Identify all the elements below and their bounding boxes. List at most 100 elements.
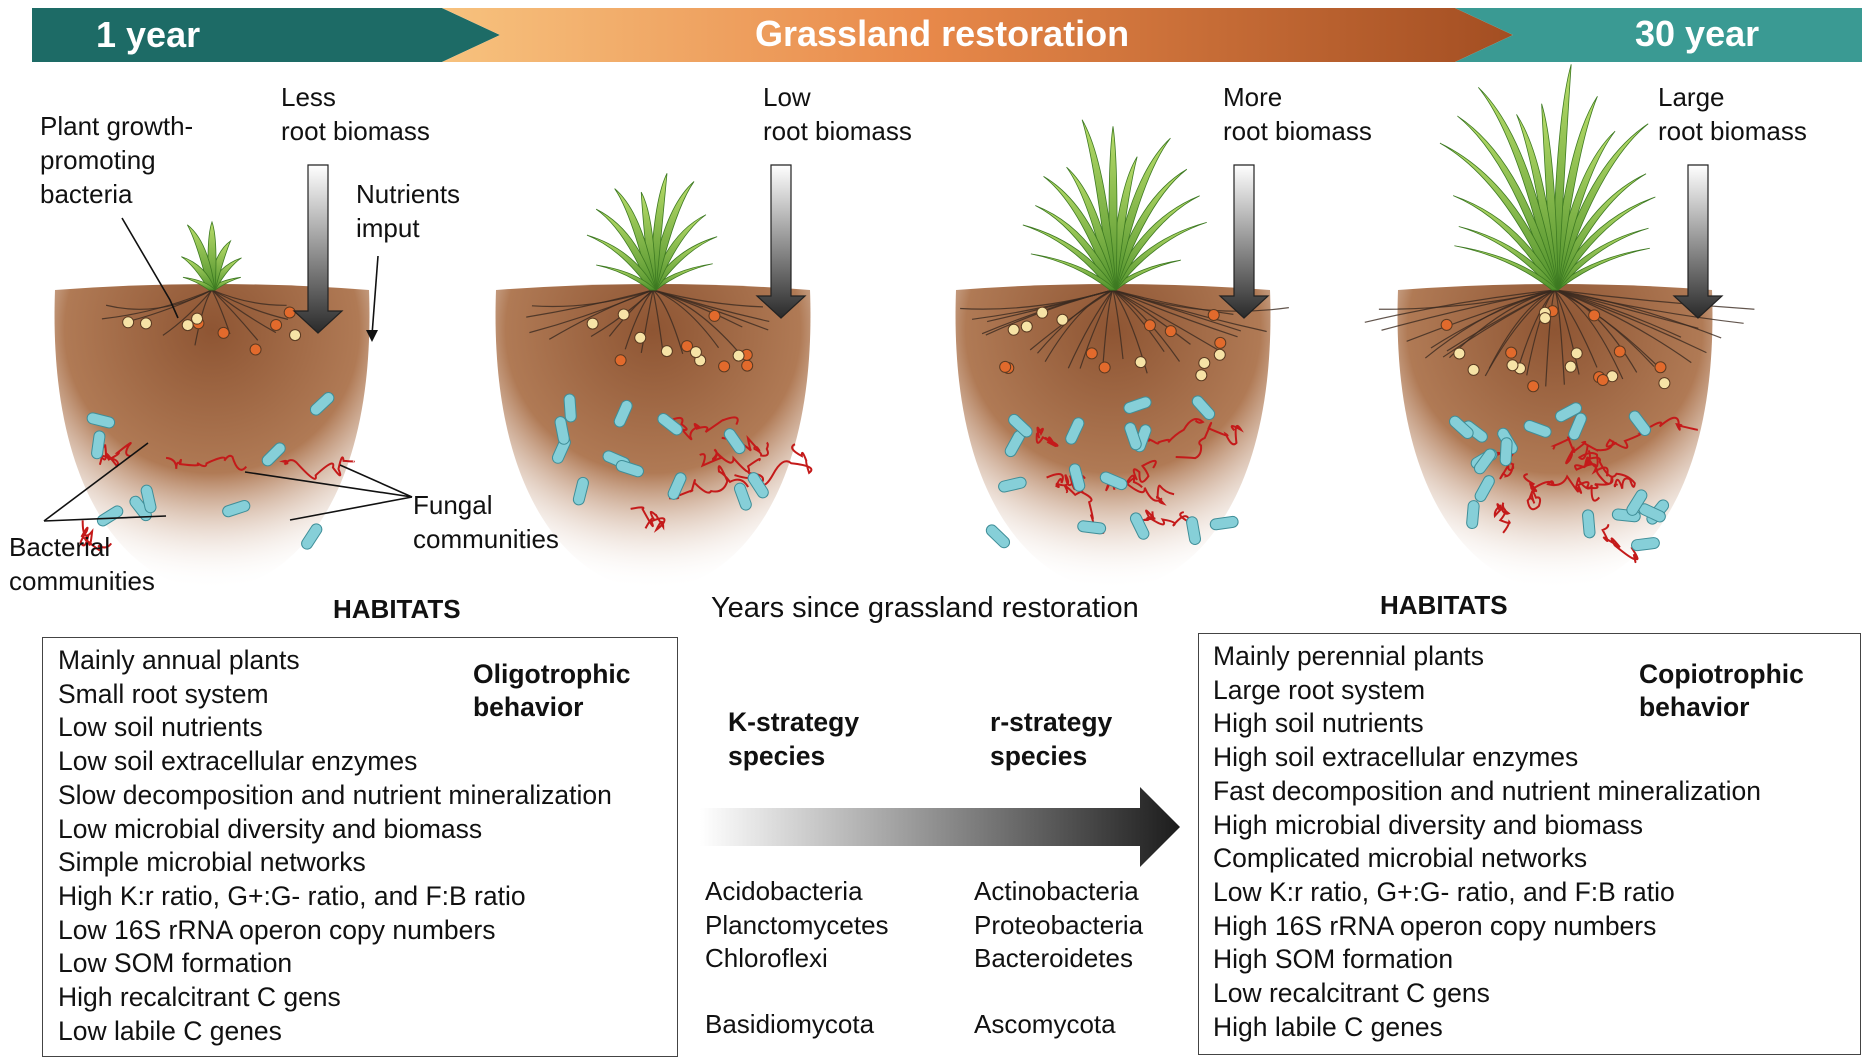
root	[1554, 289, 1598, 368]
pgpb-cell	[1020, 320, 1033, 333]
pgpb-cell	[1143, 319, 1156, 332]
left-habitats-heading: HABITATS	[333, 594, 461, 624]
fungal-hypha	[165, 454, 248, 471]
bacteria-cell	[1554, 402, 1583, 423]
pgpb-cell	[1207, 309, 1220, 322]
bacterial-leader-2	[43, 515, 167, 522]
pgpb-cell	[660, 345, 673, 358]
root	[529, 289, 654, 334]
pgpb-cell	[1658, 377, 1671, 390]
trait-item: Mainly perennial plants	[1213, 641, 1485, 671]
nutrients-arrow-line	[371, 255, 379, 336]
grass-leaf	[1454, 245, 1560, 291]
bacteria-cell	[222, 499, 251, 518]
fungal-leader-1	[339, 464, 413, 498]
banner-end-segment	[1455, 8, 1862, 62]
pgpb-cell	[1613, 345, 1626, 358]
pgpb-cell	[217, 326, 230, 339]
bacteria-cell	[1129, 512, 1150, 540]
trait-item: Low labile C genes	[58, 1015, 282, 1046]
pgpb-cell	[1596, 373, 1609, 386]
bacteria-cell	[96, 505, 124, 527]
bacteria-cell	[301, 523, 323, 550]
k-strategy-fungi: Basidiomycota	[705, 1009, 875, 1039]
pgpb-cell	[1134, 356, 1147, 369]
trait-item: Low 16S rRNA operon copy numbers	[58, 914, 496, 945]
pgpb-cell	[1539, 312, 1552, 325]
fungal-hypha	[1175, 421, 1244, 460]
pgpb-cell	[1164, 325, 1177, 338]
pgpb-cell	[634, 331, 647, 344]
pgpb-cell	[614, 354, 627, 367]
pgpb-cell	[1527, 380, 1540, 393]
pgpb-cell	[289, 329, 302, 342]
bacteria-cell	[613, 399, 633, 428]
pgpb-cell	[1007, 323, 1020, 336]
pgpb-cell	[181, 319, 194, 332]
bacteria-cell	[1065, 417, 1085, 445]
banner-middle-segment	[442, 8, 1513, 62]
pgpb-cell	[139, 317, 152, 330]
timeline-banner	[32, 8, 1862, 62]
pgpb-leader-line	[121, 217, 179, 319]
trait-item: Low recalcitrant C gens	[1213, 978, 1490, 1009]
bacteria-cell	[1077, 520, 1107, 535]
pgpb-cell	[1214, 336, 1227, 349]
pgpb-cell	[1570, 347, 1583, 360]
root	[105, 289, 213, 310]
root-biomass-arrows	[292, 164, 1724, 334]
root	[1112, 289, 1219, 351]
bacteria-cell	[985, 524, 1011, 549]
bacteria-cell	[1568, 412, 1587, 441]
bacteria-cell	[1008, 413, 1033, 438]
bacteria-cell	[667, 472, 687, 500]
root-biomass-arrow	[292, 164, 344, 334]
root	[1446, 289, 1556, 352]
years-axis-title: Years since grassland restoration	[711, 592, 1139, 624]
root	[211, 289, 259, 341]
bacteria-cell	[747, 472, 769, 499]
pgpb-cell	[122, 316, 135, 329]
fungal-hypha	[630, 506, 666, 533]
trait-item: Low soil extracellular enzymes	[58, 746, 418, 777]
pgpb-cell	[270, 318, 283, 331]
bacteria-cell	[554, 416, 570, 445]
pgpb-cell	[1198, 357, 1211, 370]
fungal-hypha	[669, 465, 749, 500]
root	[1112, 289, 1124, 360]
pgpb-cell	[708, 309, 721, 322]
pgpb-cell	[689, 346, 702, 359]
root	[652, 289, 739, 352]
pgpb-cell	[681, 340, 694, 353]
fungal-hypha	[699, 448, 761, 473]
root	[1112, 289, 1234, 315]
pgpb-cell	[1453, 347, 1466, 360]
bacteria-cell	[1191, 395, 1216, 421]
root	[652, 289, 720, 349]
root	[1112, 289, 1165, 353]
pgpb-cell	[1654, 361, 1667, 374]
trait-item: Slow decomposition and nutrient minerali…	[58, 779, 612, 810]
root	[1364, 289, 1556, 323]
fungal-leader-3	[289, 496, 413, 521]
trait-item: High soil extracellular enzymes	[1213, 742, 1579, 773]
root	[1554, 289, 1565, 385]
bacteria-cell	[1582, 509, 1596, 539]
root	[652, 289, 763, 308]
root-biomass-arrow	[755, 164, 807, 319]
root	[960, 289, 1114, 310]
plants	[181, 64, 1656, 291]
bacteria-cell	[86, 412, 116, 429]
pgpb-cell	[1564, 360, 1577, 373]
trait-item: High 16S rRNA operon copy numbers	[1213, 910, 1657, 941]
bacteria-cell	[1209, 515, 1239, 531]
banner-start-segment	[32, 8, 500, 62]
right-habitats-heading: HABITATS	[1380, 590, 1508, 620]
root	[1112, 289, 1181, 362]
